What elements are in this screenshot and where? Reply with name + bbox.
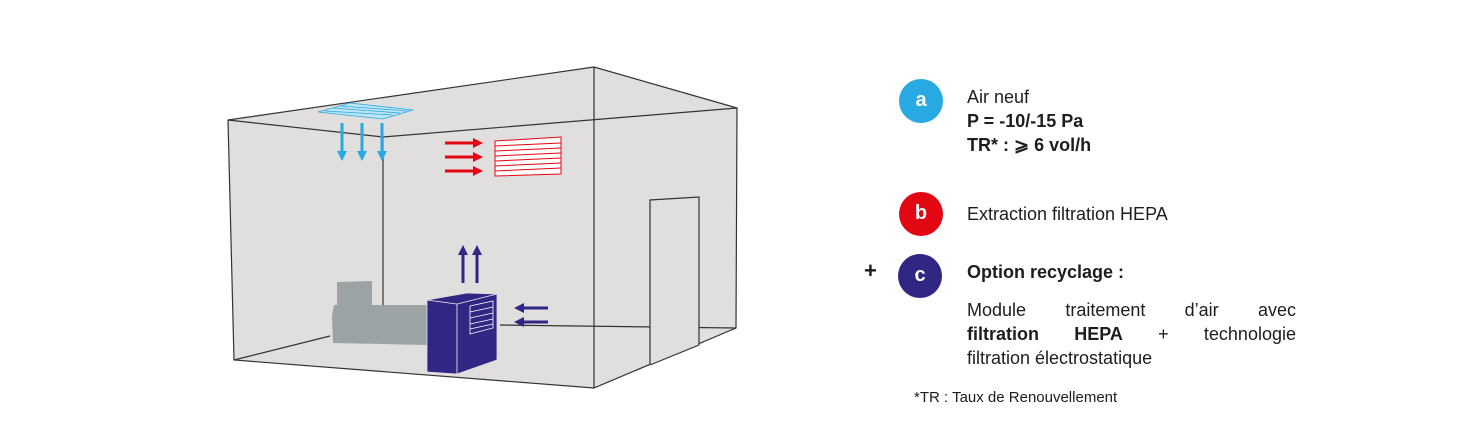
- fresh-air-arrows: [337, 123, 387, 161]
- plus-sign: +: [864, 258, 877, 283]
- legend-c-description: Module traitement d’air avec filtration …: [967, 298, 1296, 370]
- ceiling-vent: [317, 102, 414, 120]
- footnote: *TR : Taux de Renouvellement: [914, 389, 1118, 406]
- legend-c-title: Option recyclage :: [967, 262, 1125, 282]
- room-diagram: [227, 66, 738, 389]
- legend-c-mid: + technologie: [1158, 324, 1296, 344]
- legend-c-bold: filtration HEPA: [967, 324, 1123, 344]
- badge-c: c: [898, 254, 942, 298]
- extraction-arrows: [445, 138, 483, 176]
- legend-b-title: Extraction filtration HEPA: [967, 204, 1168, 224]
- legend-c-line1: Module traitement d’air avec: [967, 300, 1296, 320]
- legend-a: Air neuf P = -10/-15 Pa TR* : ⩾ 6 vol/h: [967, 85, 1091, 157]
- air-treatment-unit: [426, 292, 498, 375]
- bed: [332, 281, 427, 345]
- legend-a-pressure: P = -10/-15 Pa: [967, 111, 1084, 131]
- badge-b: b: [899, 192, 943, 236]
- extraction-grille: [494, 136, 562, 177]
- legend-c-line3: filtration électrostatique: [967, 348, 1153, 368]
- legend-c-line2: filtration HEPA + technologie: [967, 322, 1296, 346]
- badge-a: a: [899, 79, 943, 123]
- legend-a-title: Air neuf: [967, 87, 1030, 107]
- legend-a-rate: TR* : ⩾ 6 vol/h: [967, 135, 1092, 155]
- door: [649, 196, 700, 366]
- recycling-arrows: [458, 245, 548, 327]
